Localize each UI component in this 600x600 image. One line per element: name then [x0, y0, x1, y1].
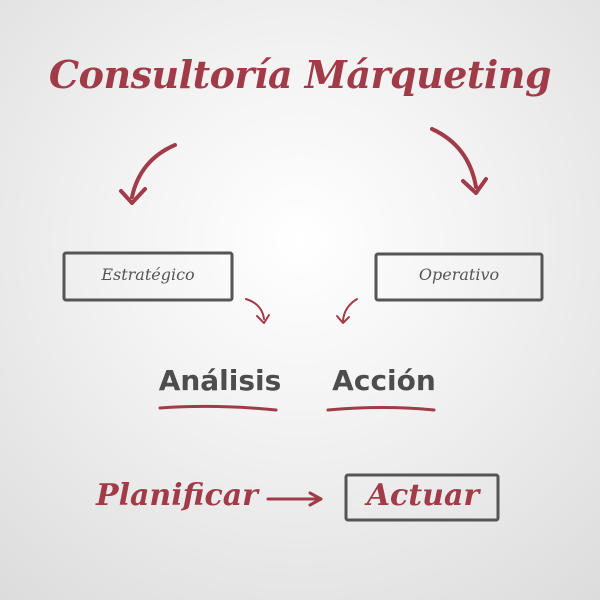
analisis-underline [158, 404, 278, 412]
actuar-text: Actuar [366, 478, 480, 513]
small-left-arrow [245, 298, 270, 324]
diagram-title: Consultoría Márqueting [48, 52, 552, 97]
analisis-text: Análisis [158, 364, 282, 397]
planificar-text: Planificar [96, 478, 258, 513]
top-left-arrow [119, 143, 177, 205]
operativo-label: Operativo [418, 265, 500, 284]
top-right-arrow [430, 127, 488, 195]
accion-text: Acción [332, 364, 436, 397]
estrategico-label: Estratégico [101, 265, 195, 284]
accion-underline [326, 406, 436, 412]
planificar-to-actuar-arrow [266, 491, 323, 507]
small-right-arrow [336, 298, 358, 324]
